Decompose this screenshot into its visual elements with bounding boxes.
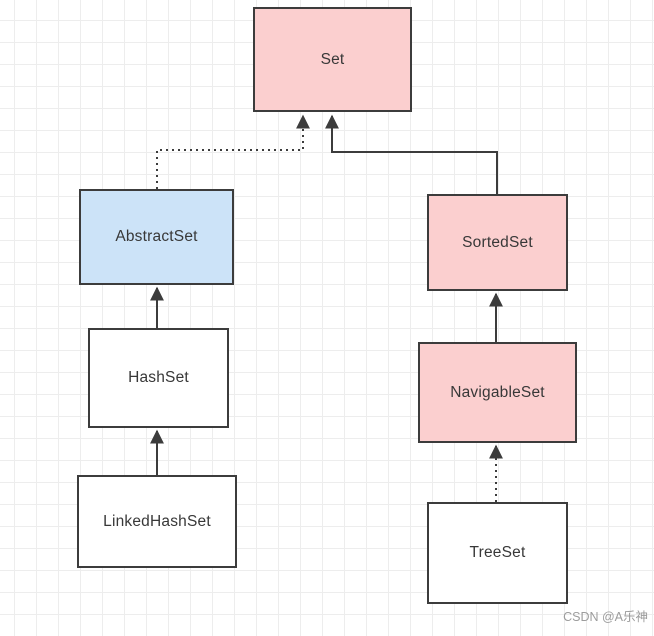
node-label-sortedset: SortedSet: [462, 233, 533, 251]
node-label-navigableset: NavigableSet: [450, 383, 545, 401]
node-navigableset: NavigableSet: [418, 342, 577, 443]
node-abstractset: AbstractSet: [79, 189, 234, 285]
edge-abstractset-to-set: [156, 114, 310, 189]
node-linkedhashset: LinkedHashSet: [77, 475, 237, 568]
node-label-linkedhashset: LinkedHashSet: [103, 512, 211, 530]
node-label-set: Set: [320, 50, 345, 68]
node-hashset: HashSet: [88, 328, 229, 428]
edge-sortedset-to-set: [325, 114, 498, 194]
node-label-hashset: HashSet: [128, 369, 189, 386]
node-set: Set: [253, 7, 412, 112]
node-label-abstractset: AbstractSet: [115, 228, 198, 245]
watermark: CSDN @A乐神: [563, 610, 648, 624]
node-treeset: TreeSet: [427, 502, 568, 604]
node-label-treeset: TreeSet: [469, 544, 526, 561]
node-sortedset: SortedSet: [427, 194, 568, 291]
